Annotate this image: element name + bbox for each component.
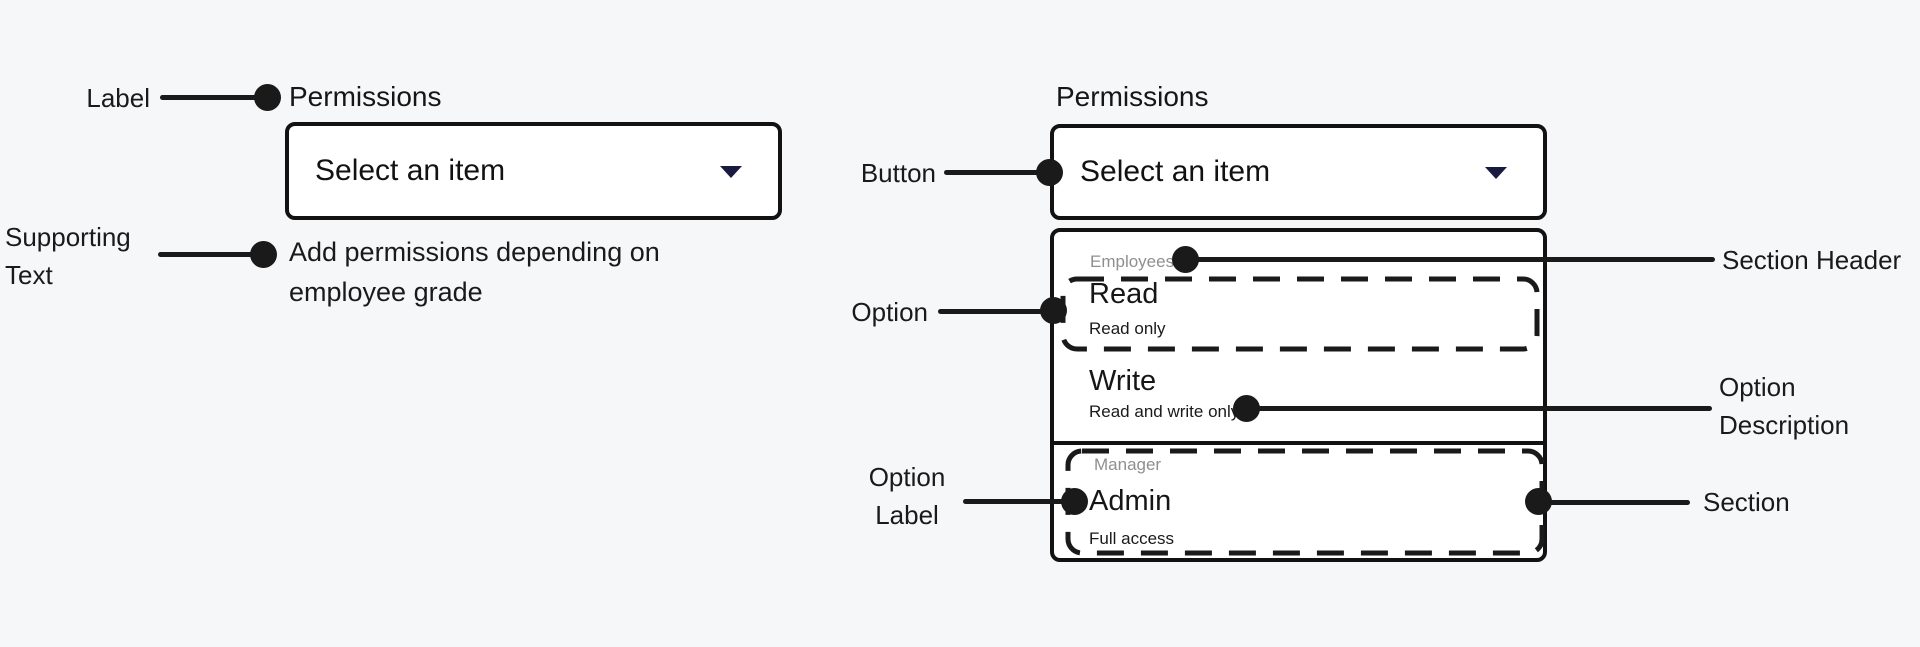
option-label[interactable]: Read [1089,278,1159,310]
annotation-option-line [938,309,1043,314]
annotation-option: Option [851,297,928,327]
section-header: Employees [1090,252,1175,271]
annotation-section: Section [1703,487,1790,517]
annotation-supporting-line [158,252,258,257]
annotation-option-description-line [1250,406,1712,411]
annotation-section-line [1548,500,1690,505]
annotation-option-label: Option Label [868,462,946,530]
annotation-button: Button [860,158,936,188]
annotation-label-dot [254,84,281,111]
section-highlight-outline [1065,448,1545,556]
chevron-down-icon [720,166,742,178]
annotation-label: Label [86,83,150,113]
annotation-section-header-line [1190,257,1715,262]
annotation-button-line [944,170,1044,175]
select-button[interactable]: Select an item [1050,124,1547,220]
annotation-section-header: Section Header [1722,245,1902,275]
annotation-option-label-dot [1061,488,1088,515]
annotation-option-dot [1040,297,1067,324]
annotation-section-header-dot [1172,246,1199,273]
field-label: Permissions [289,81,442,112]
field-supporting-text: Add permissions depending on employee gr… [289,237,660,307]
field-label: Permissions [1056,81,1209,112]
option-highlight-outline [1060,276,1540,352]
option-label[interactable]: Admin [1089,485,1172,517]
select-button[interactable]: Select an item [285,122,782,220]
option-description: Full access [1089,529,1175,548]
dropdown-menu: Employees Read Read only Write Read and … [1050,228,1547,562]
annotation-supporting-dot [250,241,277,268]
annotation-button-dot [1036,159,1063,186]
section-header: Manager [1094,455,1162,474]
select-button-value: Select an item [315,154,506,187]
option-description: Read and write only [1089,402,1240,421]
annotation-section-dot [1525,488,1552,515]
annotation-option-description-dot [1233,395,1260,422]
option-label[interactable]: Write [1089,365,1157,397]
option-description: Read only [1089,319,1166,338]
section-divider [1054,441,1543,445]
select-button-value: Select an item [1080,155,1271,188]
annotation-option-label-line [963,499,1068,504]
annotation-label-line [160,95,260,100]
annotation-option-description: Option Description [1719,372,1850,440]
annotation-supporting-text: Supporting Text [5,222,131,290]
chevron-down-icon [1485,167,1507,179]
